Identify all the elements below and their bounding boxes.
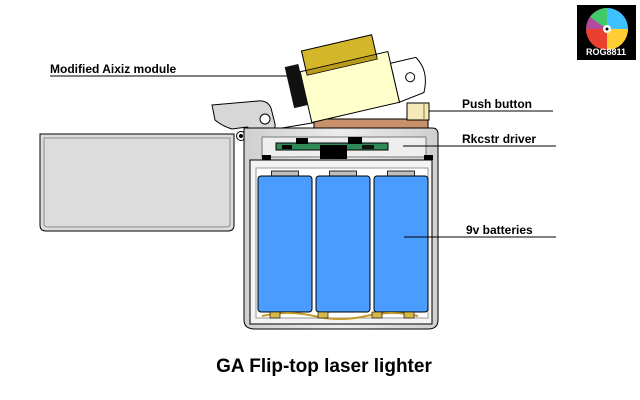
battery-terminal [329,170,357,177]
logo-badge: ROG8811 [577,5,636,60]
battery-1 [257,175,313,313]
open-lid [39,133,235,232]
battery-2 [315,175,371,313]
battery-terminal [271,170,299,177]
switch-plate [313,118,429,129]
diagram-title: GA Flip-top laser lighter [216,356,432,377]
battery-3 [373,175,429,313]
module-label: Modified Aixiz module [50,62,177,76]
module-lens [284,64,308,109]
push-button-label: Push button [462,97,532,111]
driver-chip [320,145,347,159]
batteries-label: 9v batteries [466,223,533,237]
battery-terminal [387,170,415,177]
driver-label: Rkcstr driver [462,132,536,146]
laser-module [284,34,426,124]
flip-arm-pin [259,113,271,125]
push-button [406,102,430,121]
driver-area [261,136,433,160]
module-cap-edge [305,53,378,76]
logo-text: ROG8811 [586,47,626,57]
bottom-contacts [261,311,419,320]
battery-group [257,170,429,313]
